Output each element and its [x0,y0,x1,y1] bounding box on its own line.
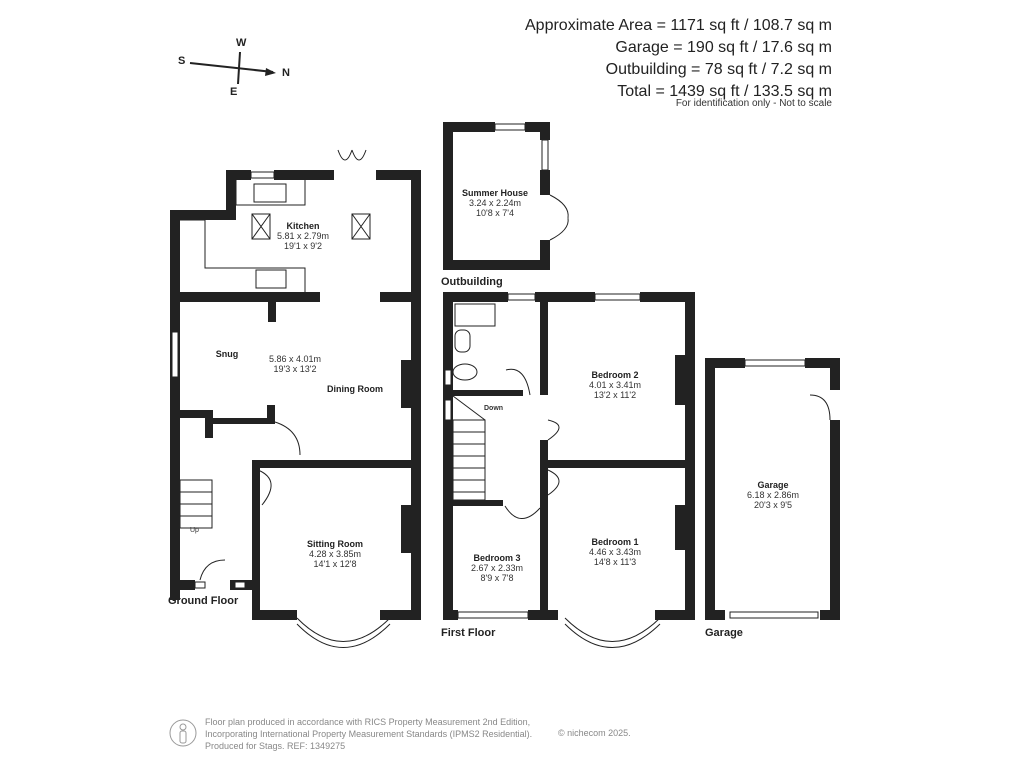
person-icon [168,718,198,748]
room-sitting: Sitting Room 4.28 x 3.85m 14'1 x 12'8 [307,539,363,569]
room-dining: Dining Room [327,384,383,394]
outbuilding-title: Outbuilding [441,276,503,288]
room-bedroom-3: Bedroom 3 2.67 x 2.33m 8'9 x 7'8 [470,553,524,583]
total-area: Total = 1439 sq ft / 133.5 sq m [617,83,832,100]
room-kitchen: Kitchen 5.81 x 2.79m 19'1 x 9'2 [276,221,330,251]
ground-floor-title: Ground Floor [168,595,239,607]
copyright: © nichecom 2025. [558,728,631,738]
compass-e: E [230,86,238,98]
approximate-area: Approximate Area = 1171 sq ft / 108.7 sq… [525,17,832,34]
compass-n: N [282,67,290,79]
scale-note: For identification only - Not to scale [675,98,832,109]
stairs-up-label: Up [190,527,199,534]
room-garage: Garage 6.18 x 2.86m 20'3 x 9'5 [746,480,800,510]
footer-text: Floor plan produced in accordance with R… [205,717,533,751]
outbuilding-area: Outbuilding = 78 sq ft / 7.2 sq m [605,61,832,78]
compass-icon: S W N E [170,35,300,100]
room-summer-house: Summer House 3.24 x 2.24m 10'8 x 7'4 [461,188,529,218]
garage-title: Garage [705,627,743,639]
room-bedroom-1: Bedroom 1 4.46 x 3.43m 14'8 x 11'3 [588,537,642,567]
stairs-down-label: Down [484,405,504,412]
garage-area: Garage = 190 sq ft / 17.6 sq m [615,39,832,56]
room-bedroom-2: Bedroom 2 4.01 x 3.41m 13'2 x 11'2 [588,370,642,400]
room-snug: Snug [215,349,239,359]
room-dining-dimensions: 5.86 x 4.01m 19'3 x 13'2 [268,354,322,374]
compass-s: S [178,55,186,67]
compass-w: W [236,37,247,49]
first-floor-title: First Floor [441,627,496,639]
